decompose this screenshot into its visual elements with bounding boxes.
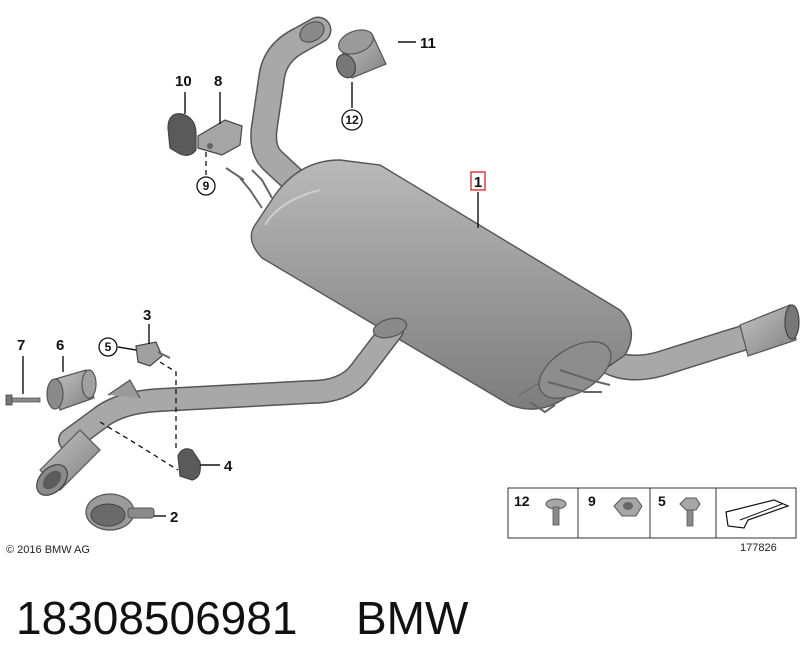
hex-bolt-icon <box>679 497 701 527</box>
fastener-legend: 12 9 5 <box>507 487 797 539</box>
callout-4[interactable]: 4 <box>224 458 233 475</box>
callout-9[interactable]: 9 <box>196 176 216 196</box>
brand-name: BMW <box>356 592 469 644</box>
front-pipe-end <box>36 429 101 496</box>
diagram-number: 177826 <box>740 542 777 554</box>
leader-lines <box>22 41 479 517</box>
callout-2[interactable]: 2 <box>170 509 178 526</box>
sleeve-part-6 <box>46 369 97 411</box>
svg-text:12: 12 <box>345 113 359 127</box>
callout-3[interactable]: 3 <box>143 307 151 324</box>
bracket-part-8 <box>197 119 243 156</box>
rubber-mount-part-4 <box>177 448 201 481</box>
legend-item-9[interactable]: 9 <box>588 493 643 517</box>
svg-text:5: 5 <box>105 340 112 354</box>
callout-10[interactable]: 10 <box>175 73 192 90</box>
upper-tailpipe <box>250 16 332 200</box>
clamp-part-2 <box>85 493 155 531</box>
callout-7[interactable]: 7 <box>17 337 25 354</box>
rear-muffler <box>239 159 633 414</box>
bracket-part-3 <box>135 341 163 367</box>
svg-text:9: 9 <box>203 179 210 193</box>
legend-item-12[interactable]: 12 <box>514 493 567 526</box>
copyright-text: © 2016 BMW AG <box>6 544 90 556</box>
callout-8[interactable]: 8 <box>214 73 222 90</box>
torx-screw-icon <box>545 498 567 526</box>
callout-12[interactable]: 12 <box>341 109 363 131</box>
svg-text:12: 12 <box>514 493 530 509</box>
svg-text:1: 1 <box>474 174 482 191</box>
callout-1[interactable]: 1 <box>470 171 486 191</box>
part-number: 18308506981 <box>16 592 297 644</box>
view-direction-arrow-icon <box>725 499 790 529</box>
nut-icon <box>613 497 643 517</box>
svg-text:5: 5 <box>658 493 666 509</box>
svg-text:9: 9 <box>588 493 596 509</box>
bolt-part-7 <box>5 394 41 406</box>
rubber-mount-part-10 <box>167 113 197 156</box>
callout-11[interactable]: 11 <box>420 35 436 52</box>
tail-trim-part-11 <box>335 29 387 79</box>
front-pipe <box>58 317 408 452</box>
legend-item-5[interactable]: 5 <box>658 493 701 527</box>
callout-5[interactable]: 5 <box>98 337 118 357</box>
callout-6[interactable]: 6 <box>56 337 64 354</box>
